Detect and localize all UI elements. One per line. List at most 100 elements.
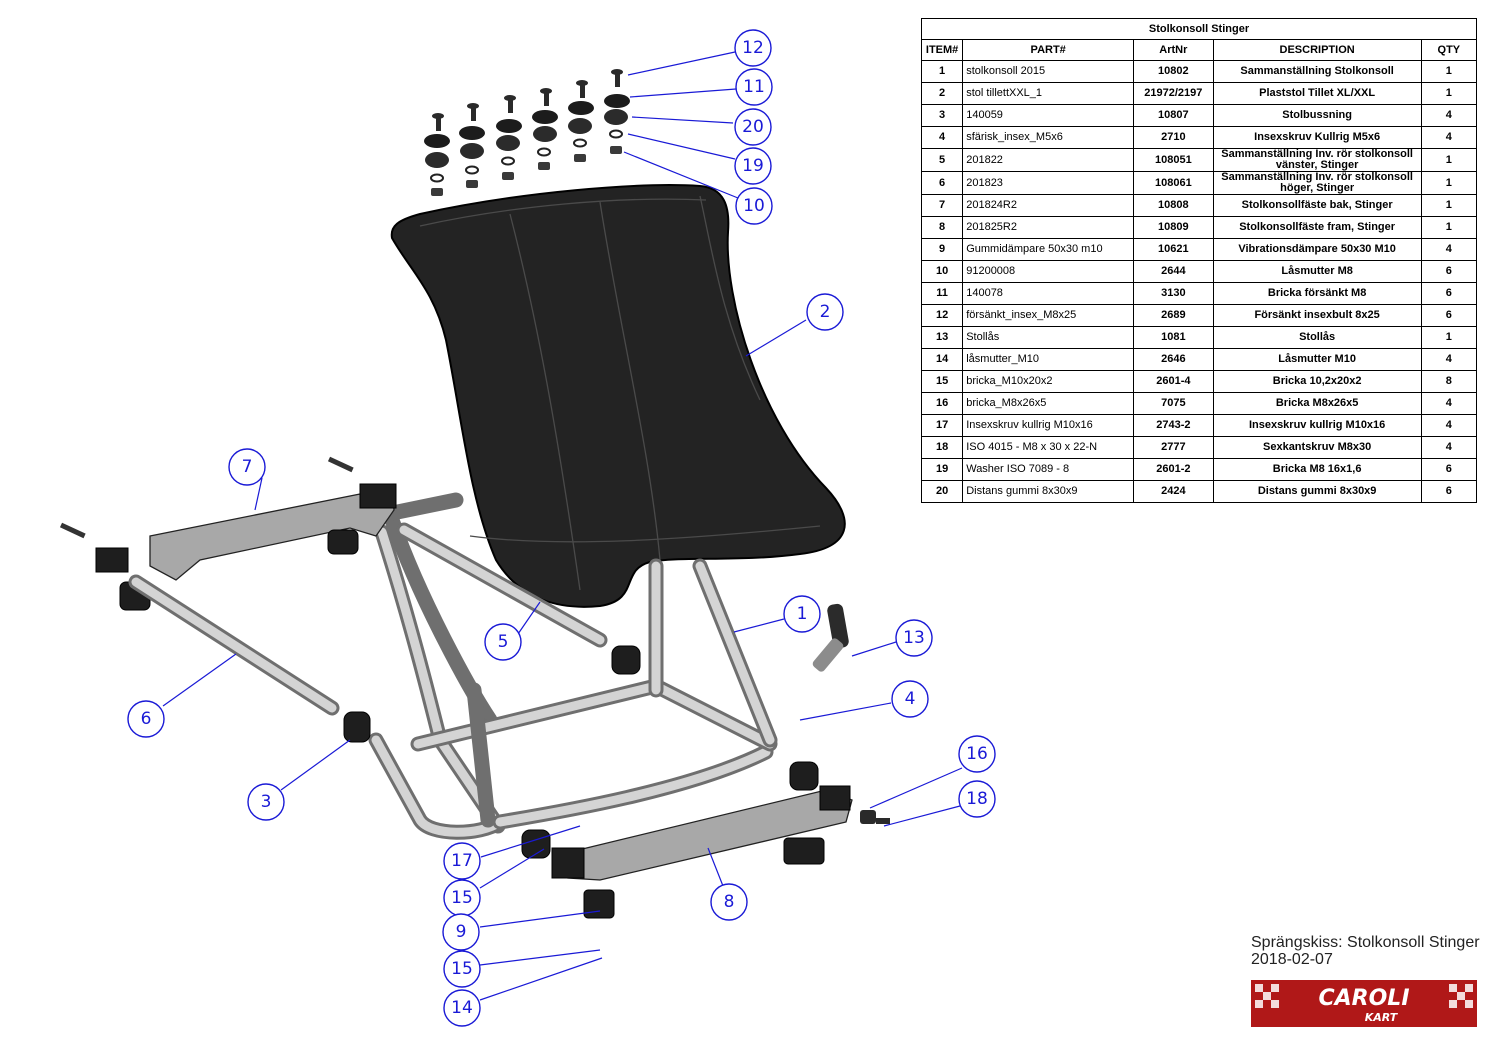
svg-text:12: 12 — [742, 38, 764, 58]
bom-cell-part: Distans gummi 8x30x9 — [962, 480, 1135, 503]
bom-cell-part: Gummidämpare 50x30 m10 — [962, 238, 1135, 261]
bom-cell-artnr: 2644 — [1133, 260, 1214, 283]
bom-cell-description: Stolbussning — [1212, 104, 1422, 127]
bom-cell-qty: 1 — [1420, 148, 1478, 172]
caption-title: Sprängskiss: Stolkonsoll Stinger — [1251, 934, 1480, 951]
bom-cell-item: 14 — [920, 348, 964, 371]
balloon-18: 18 — [958, 780, 996, 818]
svg-text:7: 7 — [242, 457, 253, 477]
balloon-12: 12 — [734, 29, 772, 67]
balloon-6: 6 — [127, 700, 165, 738]
bom-cell-part: sfärisk_insex_M5x6 — [962, 126, 1135, 149]
rear-bracket-7 — [59, 456, 397, 611]
bom-cell-part: Stollås — [962, 326, 1135, 349]
svg-text:19: 19 — [742, 156, 764, 176]
balloons: 12 11 20 19 10 2 7 5 1 13 6 4 3 16 18 17… — [127, 29, 996, 1027]
bom-cell-artnr: 2710 — [1133, 126, 1214, 149]
bom-cell-item: 6 — [920, 171, 964, 195]
bom-cell-item: 3 — [920, 104, 964, 127]
bom-cell-description: Sammanställning Inv. rör stolkonsoll vän… — [1212, 148, 1422, 172]
logo-line2: KART — [1365, 1011, 1399, 1024]
svg-text:15: 15 — [451, 888, 473, 908]
bom-cell-qty: 4 — [1420, 414, 1478, 437]
bom-cell-qty: 6 — [1420, 260, 1478, 283]
bom-cell-item: 15 — [920, 370, 964, 393]
bom-cell-qty: 4 — [1420, 348, 1478, 371]
bom-cell-item: 20 — [920, 480, 964, 503]
bom-cell-qty: 4 — [1420, 104, 1478, 127]
balloon-7: 7 — [228, 448, 266, 486]
bom-cell-item: 18 — [920, 436, 964, 459]
balloon-17: 17 — [443, 842, 481, 880]
bom-cell-description: Stolkonsollfäste fram, Stinger — [1212, 216, 1422, 239]
bom-cell-part: 201825R2 — [962, 216, 1135, 239]
bom-cell-qty: 6 — [1420, 282, 1478, 305]
seat — [390, 184, 846, 608]
bom-cell-item: 17 — [920, 414, 964, 437]
bom-cell-qty: 6 — [1420, 480, 1478, 503]
svg-text:15: 15 — [451, 959, 473, 979]
balloon-16: 16 — [958, 735, 996, 773]
bill-of-materials-table: Stolkonsoll Stinger ITEM# PART# ArtNr DE… — [920, 18, 1478, 503]
bom-cell-description: Sammanställning Stolkonsoll — [1212, 60, 1422, 83]
balloon-11: 11 — [735, 68, 773, 106]
bom-cell-qty: 8 — [1420, 370, 1478, 393]
bom-cell-description: Låsmutter M10 — [1212, 348, 1422, 371]
balloon-9: 9 — [442, 913, 480, 951]
bom-cell-qty: 1 — [1420, 326, 1478, 349]
logo-line1: CAROLI — [1318, 986, 1409, 1011]
bom-cell-artnr: 10808 — [1133, 194, 1214, 217]
hardware-stack — [424, 69, 630, 196]
balloon-5: 5 — [484, 623, 522, 661]
balloon-13: 13 — [895, 619, 933, 657]
bom-cell-description: Stollås — [1212, 326, 1422, 349]
bom-cell-item: 4 — [920, 126, 964, 149]
bom-cell-part: Insexskruv kullrig M10x16 — [962, 414, 1135, 437]
seat-lock-13 — [812, 603, 849, 672]
bom-cell-description: Bricka M8 16x1,6 — [1212, 458, 1422, 481]
bom-cell-qty: 1 — [1420, 60, 1478, 83]
bom-cell-artnr: 108061 — [1133, 171, 1214, 195]
bom-cell-artnr: 2777 — [1133, 436, 1214, 459]
bom-cell-artnr: 1081 — [1133, 326, 1214, 349]
svg-text:2: 2 — [820, 302, 831, 322]
balloon-14: 14 — [443, 989, 481, 1027]
bom-cell-qty: 1 — [1420, 216, 1478, 239]
bom-cell-qty: 1 — [1420, 82, 1478, 105]
bom-cell-part: försänkt_insex_M8x25 — [962, 304, 1135, 327]
bom-cell-artnr: 2743-2 — [1133, 414, 1214, 437]
bom-cell-artnr: 7075 — [1133, 392, 1214, 415]
svg-text:1: 1 — [797, 604, 808, 624]
bom-cell-part: 201822 — [962, 148, 1135, 172]
svg-text:16: 16 — [966, 744, 988, 764]
bom-cell-qty: 4 — [1420, 238, 1478, 261]
bom-cell-description: Stolkonsollfäste bak, Stinger — [1212, 194, 1422, 217]
nut-row-10 — [431, 146, 622, 196]
balloon-10: 10 — [735, 187, 773, 225]
balloon-15b: 15 — [443, 950, 481, 988]
bom-cell-qty: 4 — [1420, 126, 1478, 149]
bom-cell-qty: 1 — [1420, 171, 1478, 195]
bom-cell-part: låsmutter_M10 — [962, 348, 1135, 371]
bom-cell-item: 2 — [920, 82, 964, 105]
bom-cell-item: 16 — [920, 392, 964, 415]
bom-cell-qty: 6 — [1420, 304, 1478, 327]
bom-cell-item: 5 — [920, 148, 964, 172]
balloon-15a: 15 — [443, 879, 481, 917]
bom-cell-qty: 4 — [1420, 436, 1478, 459]
bom-cell-artnr: 21972/2197 — [1133, 82, 1214, 105]
bom-cell-description: Distans gummi 8x30x9 — [1212, 480, 1422, 503]
bom-title: Stolkonsoll Stinger — [921, 18, 1477, 40]
